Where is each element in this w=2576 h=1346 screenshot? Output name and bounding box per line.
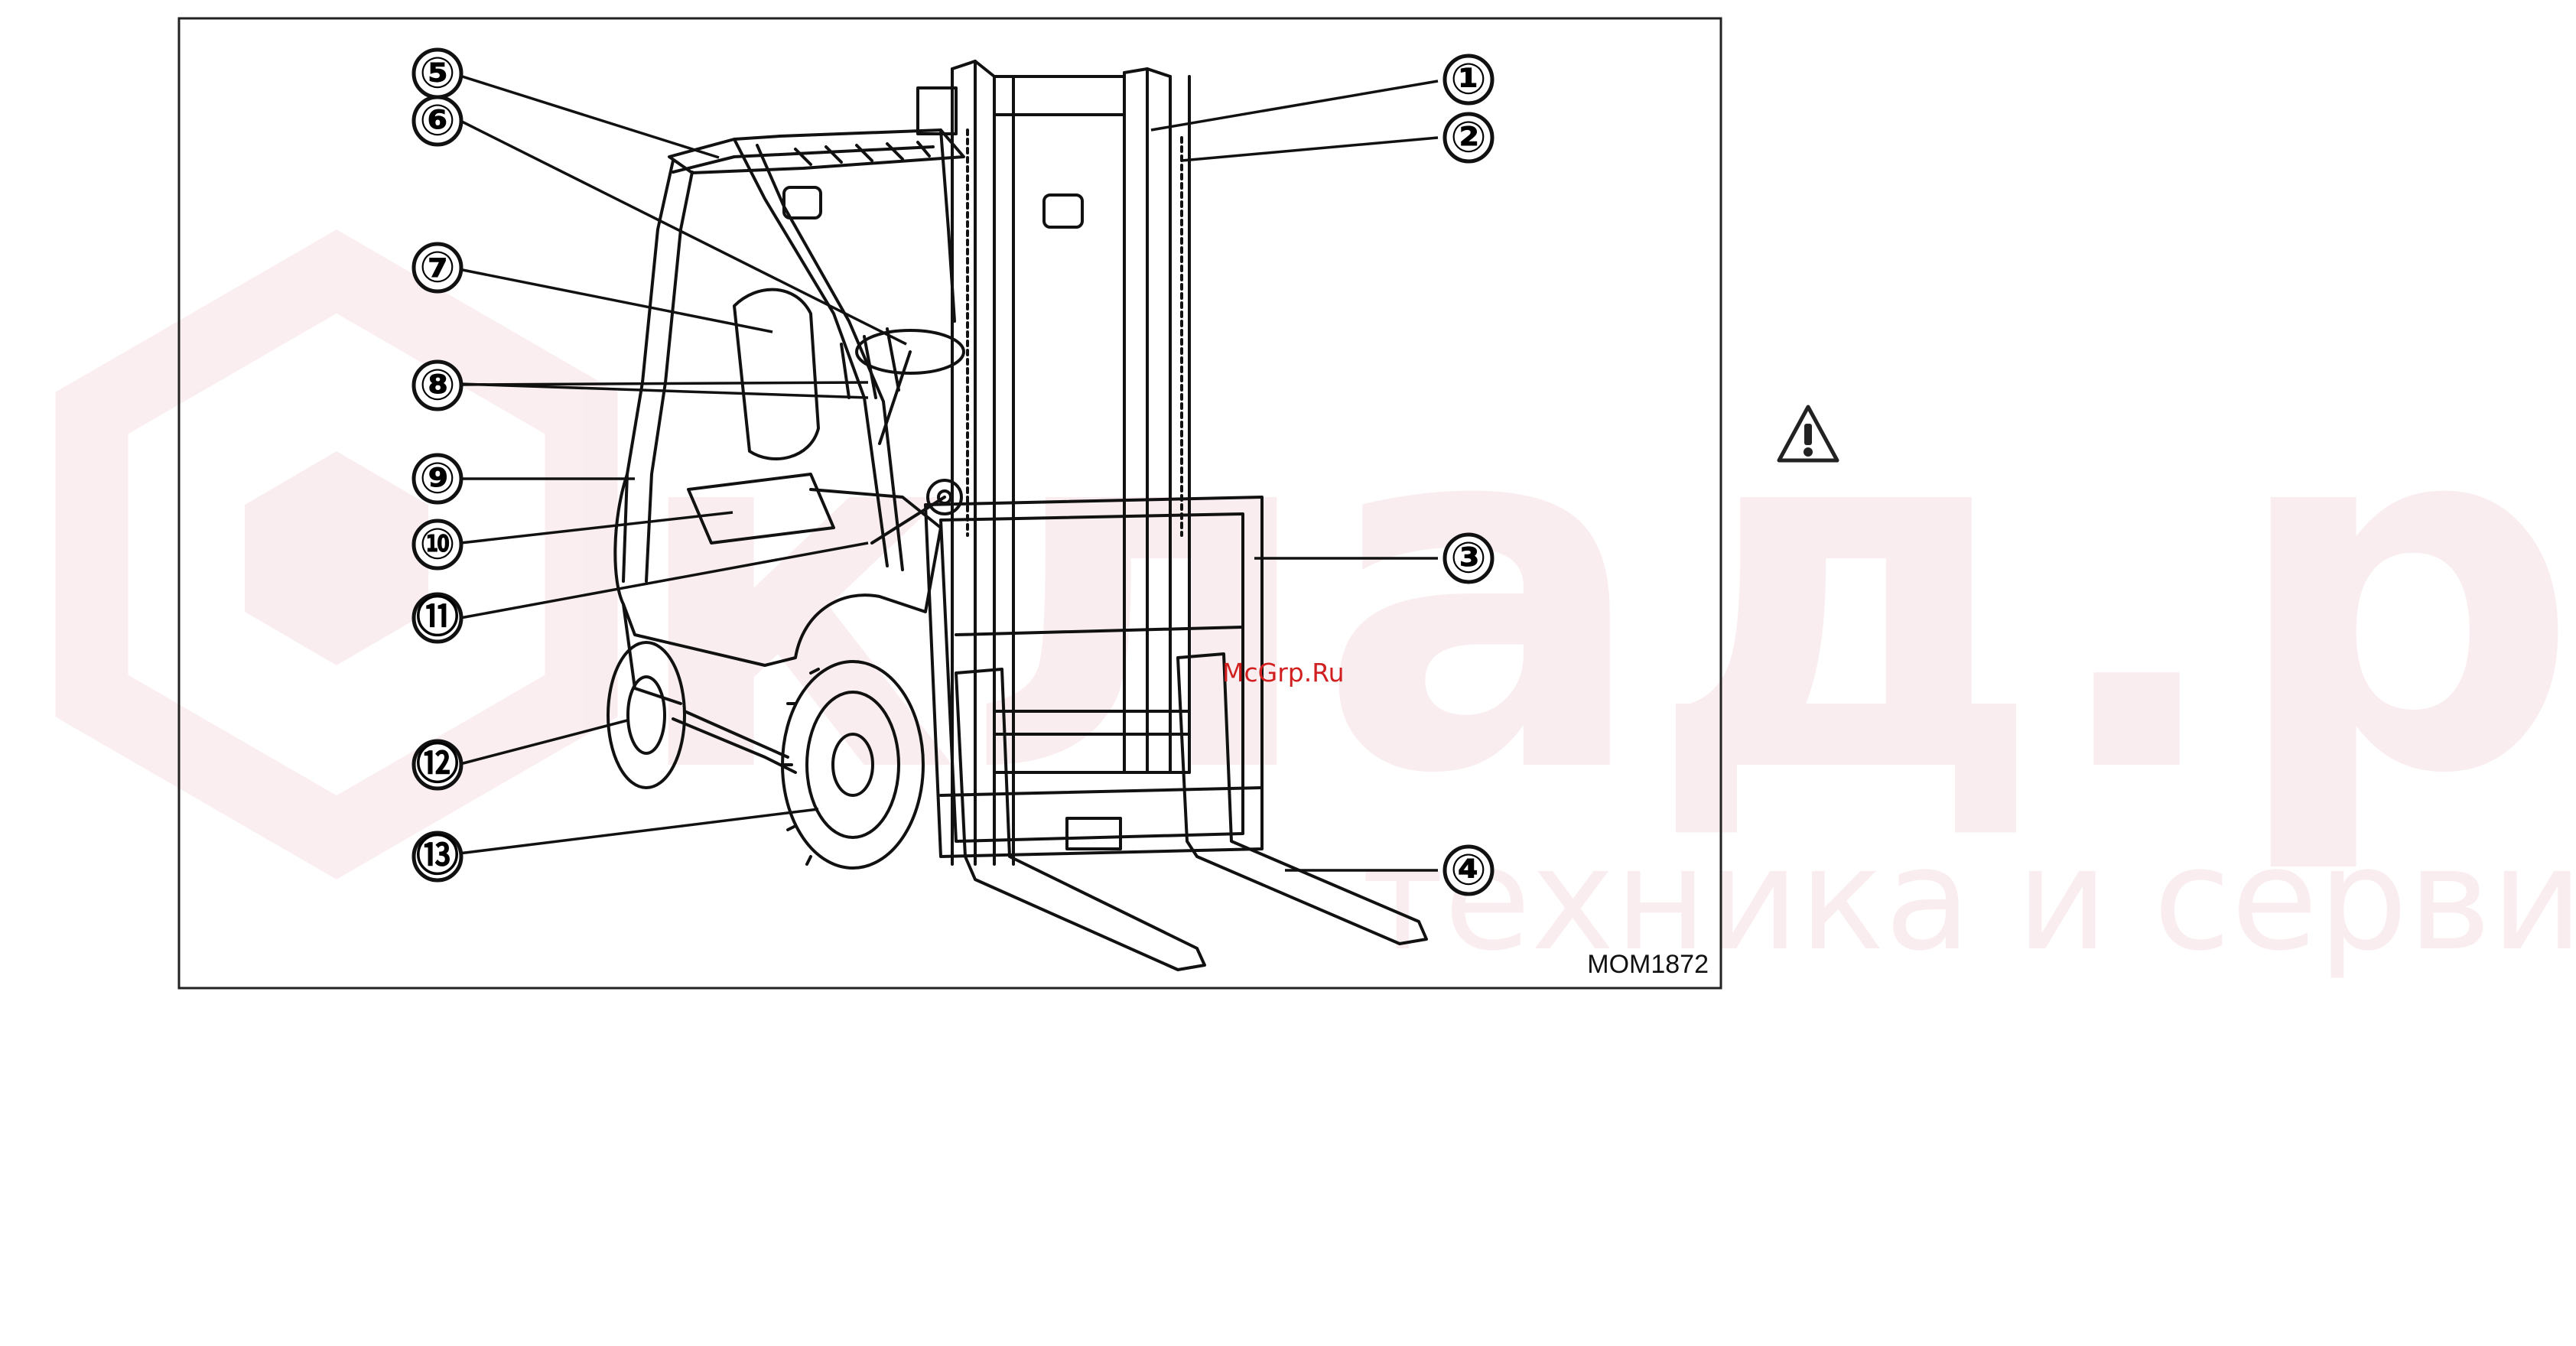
- callout-12-label: ⑫: [416, 740, 459, 790]
- callout-3: ③: [1445, 534, 1492, 584]
- watermark-site: McGrp.Ru: [1222, 658, 1345, 688]
- callout-13: ⑬: [414, 832, 461, 882]
- callout-6: ⑥: [414, 96, 461, 146]
- callout-13-label: ⑬: [416, 832, 459, 882]
- callout-8: ⑧: [414, 361, 461, 411]
- callout-10-label: ⑩: [419, 520, 455, 570]
- callout-8-label: ⑧: [419, 361, 455, 411]
- callout-4: ④: [1445, 846, 1492, 896]
- figure-code: MOM1872: [1587, 950, 1709, 979]
- callout-3-label: ③: [1450, 534, 1486, 584]
- callout-7: ⑦: [414, 243, 461, 293]
- watermark-tagline: техника и сервис: [1361, 817, 2576, 982]
- callout-9-label: ⑨: [419, 454, 455, 504]
- watermark: клад.ру техника и сервис: [92, 271, 2576, 982]
- callout-9: ⑨: [414, 454, 461, 504]
- callout-11: ⑪: [414, 593, 461, 643]
- callout-2-label: ②: [1450, 113, 1486, 163]
- callout-2: ②: [1445, 113, 1492, 163]
- callout-5: ⑤: [414, 49, 461, 99]
- callout-1: ①: [1445, 55, 1492, 105]
- callout-12: ⑫: [414, 740, 461, 790]
- callout-1-label: ①: [1450, 55, 1486, 105]
- warning-icon: [1776, 402, 1840, 467]
- callout-11-label: ⑪: [416, 593, 459, 643]
- callout-4-label: ④: [1450, 846, 1486, 896]
- callout-10: ⑩: [414, 520, 461, 570]
- callout-5-label: ⑤: [419, 49, 455, 99]
- callout-7-label: ⑦: [419, 243, 455, 293]
- callout-6-label: ⑥: [419, 96, 455, 146]
